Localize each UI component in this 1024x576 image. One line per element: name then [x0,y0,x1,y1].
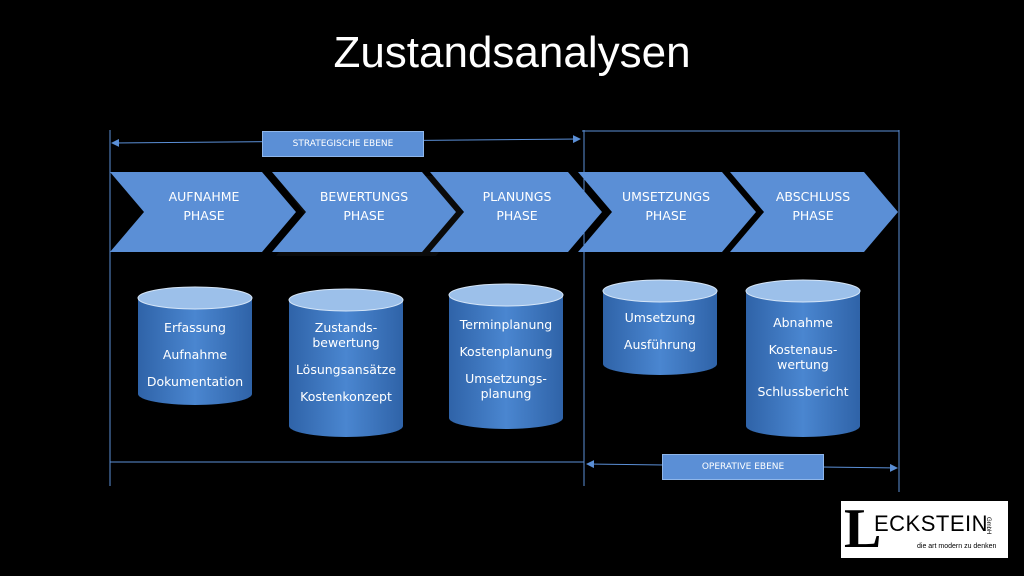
logo-name: ECKSTEIN [874,511,989,536]
operative-level-label: OPERATIVE EBENE [662,454,824,480]
strategic-level-label: STRATEGISCHE EBENE [262,131,424,157]
cylinder-item: Aufnahme [162,347,228,362]
cylinder-item: Terminplanung [459,317,553,332]
phase-label-line1: BEWERTUNGS [319,189,409,204]
cylinder-5 [745,279,861,437]
logo-letter: L [844,498,882,560]
chevron-umsetzung [578,172,756,252]
chevron-abschluss [730,172,898,252]
cylinder-item: Lösungsansätze [295,362,397,377]
cylinder-item: Dokumentation [146,374,244,389]
cylinder-text-4: Umsetzung Ausführung [602,310,718,364]
phase-label-line2: PHASE [496,208,538,223]
cylinder-item: Ausführung [623,337,697,352]
cylinder-item: Abnahme [773,315,833,330]
cylinder-item: Schlussbericht [757,384,849,399]
phase-label-line2: PHASE [792,208,834,223]
phase-label-line2: PHASE [645,208,687,223]
phase-label-line1: UMSETZUNGS [621,189,711,204]
phase-label-line1: AUFNAHME [168,189,240,204]
chevron-bewertung [272,172,456,252]
chevron-planung [430,172,602,252]
cylinder-item: Kostenaus- wertung [768,342,838,372]
cylinder-text-5: Abnahme Kostenaus- wertung Schlussberich… [745,315,861,411]
phase-label-line2: PHASE [343,208,385,223]
cylinder-text-2: Zustands- bewertung Lösungsansätze Koste… [288,320,404,416]
cylinder-1 [137,286,253,405]
logo-suffix: GmbH [985,517,991,535]
logo-tagline: die art modern zu denken [917,543,997,550]
cylinder-item: Kostenkonzept [300,389,392,404]
phase-label-planung: PLANUNGS PHASE [462,187,572,225]
cylinder-item: Zustands- bewertung [312,320,380,350]
cylinder-text-1: Erfassung Aufnahme Dokumentation [137,320,253,401]
company-logo: L ECKSTEIN GmbH die art modern zu denken [841,501,1008,558]
cylinder-item: Kostenplanung [459,344,553,359]
cylinder-4 [602,279,718,375]
cylinder-item: Erfassung [164,320,226,335]
cylinder-item: Umsetzungs- planung [465,371,547,401]
chevron-aufnahme [110,172,296,252]
cylinder-item: Umsetzung [624,310,696,325]
cylinder-2 [288,288,404,437]
phase-label-aufnahme: AUFNAHME PHASE [149,187,259,225]
phase-label-bewertung: BEWERTUNGS PHASE [309,187,419,225]
phase-label-line1: PLANUNGS [482,189,552,204]
chevron-group [110,172,898,256]
phase-label-abschluss: ABSCHLUSS PHASE [758,187,868,225]
cylinder-3 [448,283,564,429]
phase-label-umsetzung: UMSETZUNGS PHASE [611,187,721,225]
phase-label-line2: PHASE [183,208,225,223]
cylinder-text-3: Terminplanung Kostenplanung Umsetzungs- … [448,317,564,413]
page-title: Zustandsanalysen [333,28,691,77]
phase-label-line1: ABSCHLUSS [775,189,851,204]
